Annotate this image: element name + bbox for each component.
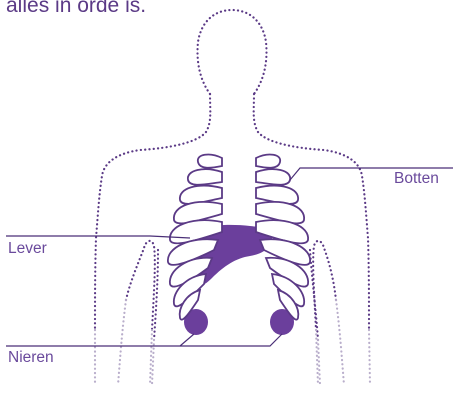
- body-outline: [95, 10, 370, 385]
- kidneys-leader: [6, 334, 194, 346]
- liver-leader: [6, 236, 190, 238]
- label-liver: Lever: [8, 240, 47, 257]
- label-bones: Botten: [394, 170, 439, 187]
- kidneys-leader-right: [180, 334, 282, 346]
- label-kidneys: Nieren: [8, 349, 54, 366]
